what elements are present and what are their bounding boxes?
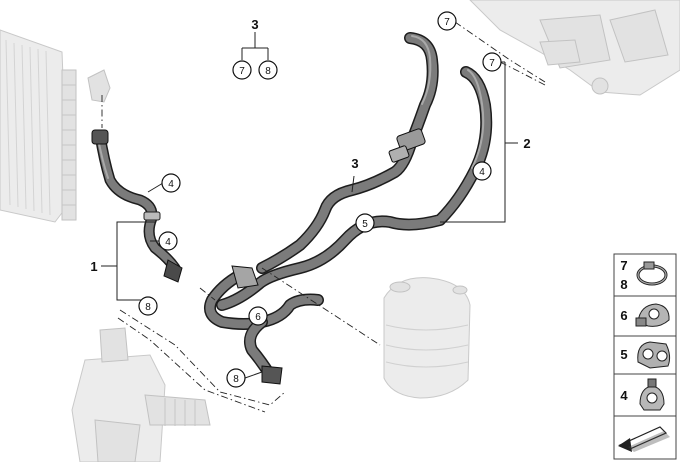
callout-6: 6 [248, 306, 268, 326]
callout-7-key: 7 [232, 60, 252, 80]
svg-text:8: 8 [265, 66, 271, 77]
hose-5[interactable] [216, 66, 493, 311]
pump-ghost [71, 327, 211, 462]
label-1: 1 [90, 259, 97, 274]
callout-4-right: 4 [472, 161, 492, 181]
svg-text:4: 4 [620, 388, 628, 403]
callout-8-bottom: 8 [226, 368, 246, 388]
hose-3-connector [388, 128, 426, 163]
callout-5: 5 [355, 213, 375, 233]
hose-3[interactable] [256, 32, 439, 274]
svg-text:6: 6 [620, 308, 627, 323]
svg-text:7: 7 [489, 58, 495, 69]
hose-1-upper[interactable] [91, 95, 158, 221]
label-3: 3 [351, 156, 358, 171]
leader-lines [101, 21, 546, 413]
svg-text:5: 5 [620, 347, 627, 362]
svg-text:4: 4 [168, 179, 174, 190]
svg-text:8: 8 [620, 277, 627, 292]
label-3-key: 3 [251, 17, 258, 32]
arrow-icon [618, 426, 670, 452]
hose-clamp-icon [636, 261, 668, 286]
radiator-ghost [0, 29, 111, 223]
svg-text:7: 7 [239, 66, 245, 77]
svg-text:8: 8 [145, 302, 151, 313]
parts-legend: 7 8 6 5 [613, 253, 677, 460]
callout-8-left: 8 [138, 296, 158, 316]
legend-item-clamp-connector: 6 [620, 303, 670, 327]
svg-text:4: 4 [165, 237, 171, 248]
callout-7-top: 7 [437, 11, 457, 31]
label-2: 2 [523, 136, 530, 151]
legend-item-hose-clamp: 7 8 [620, 258, 668, 292]
clamp-connector-icon [635, 303, 670, 327]
bracket-clamp-icon [639, 378, 665, 411]
callout-8-key: 8 [258, 60, 278, 80]
callout-4-upper-left: 4 [161, 173, 181, 193]
hose-6[interactable] [204, 265, 324, 385]
svg-text:6: 6 [255, 312, 261, 323]
legend-item-double-clamp: 5 [620, 341, 671, 369]
double-clamp-icon [637, 341, 671, 369]
svg-text:4: 4 [479, 167, 485, 178]
svg-text:7: 7 [620, 258, 627, 273]
hose-1-lower[interactable] [143, 211, 183, 283]
engine-block-ghost [469, 0, 680, 96]
legend-item-bracket-clamp: 4 [620, 378, 665, 411]
callout-4-lower-left: 4 [158, 231, 178, 251]
expansion-tank-ghost [383, 277, 471, 399]
svg-text:7: 7 [444, 17, 450, 28]
svg-text:8: 8 [233, 374, 239, 385]
svg-text:5: 5 [362, 219, 368, 230]
callout-7-right: 7 [482, 52, 502, 72]
